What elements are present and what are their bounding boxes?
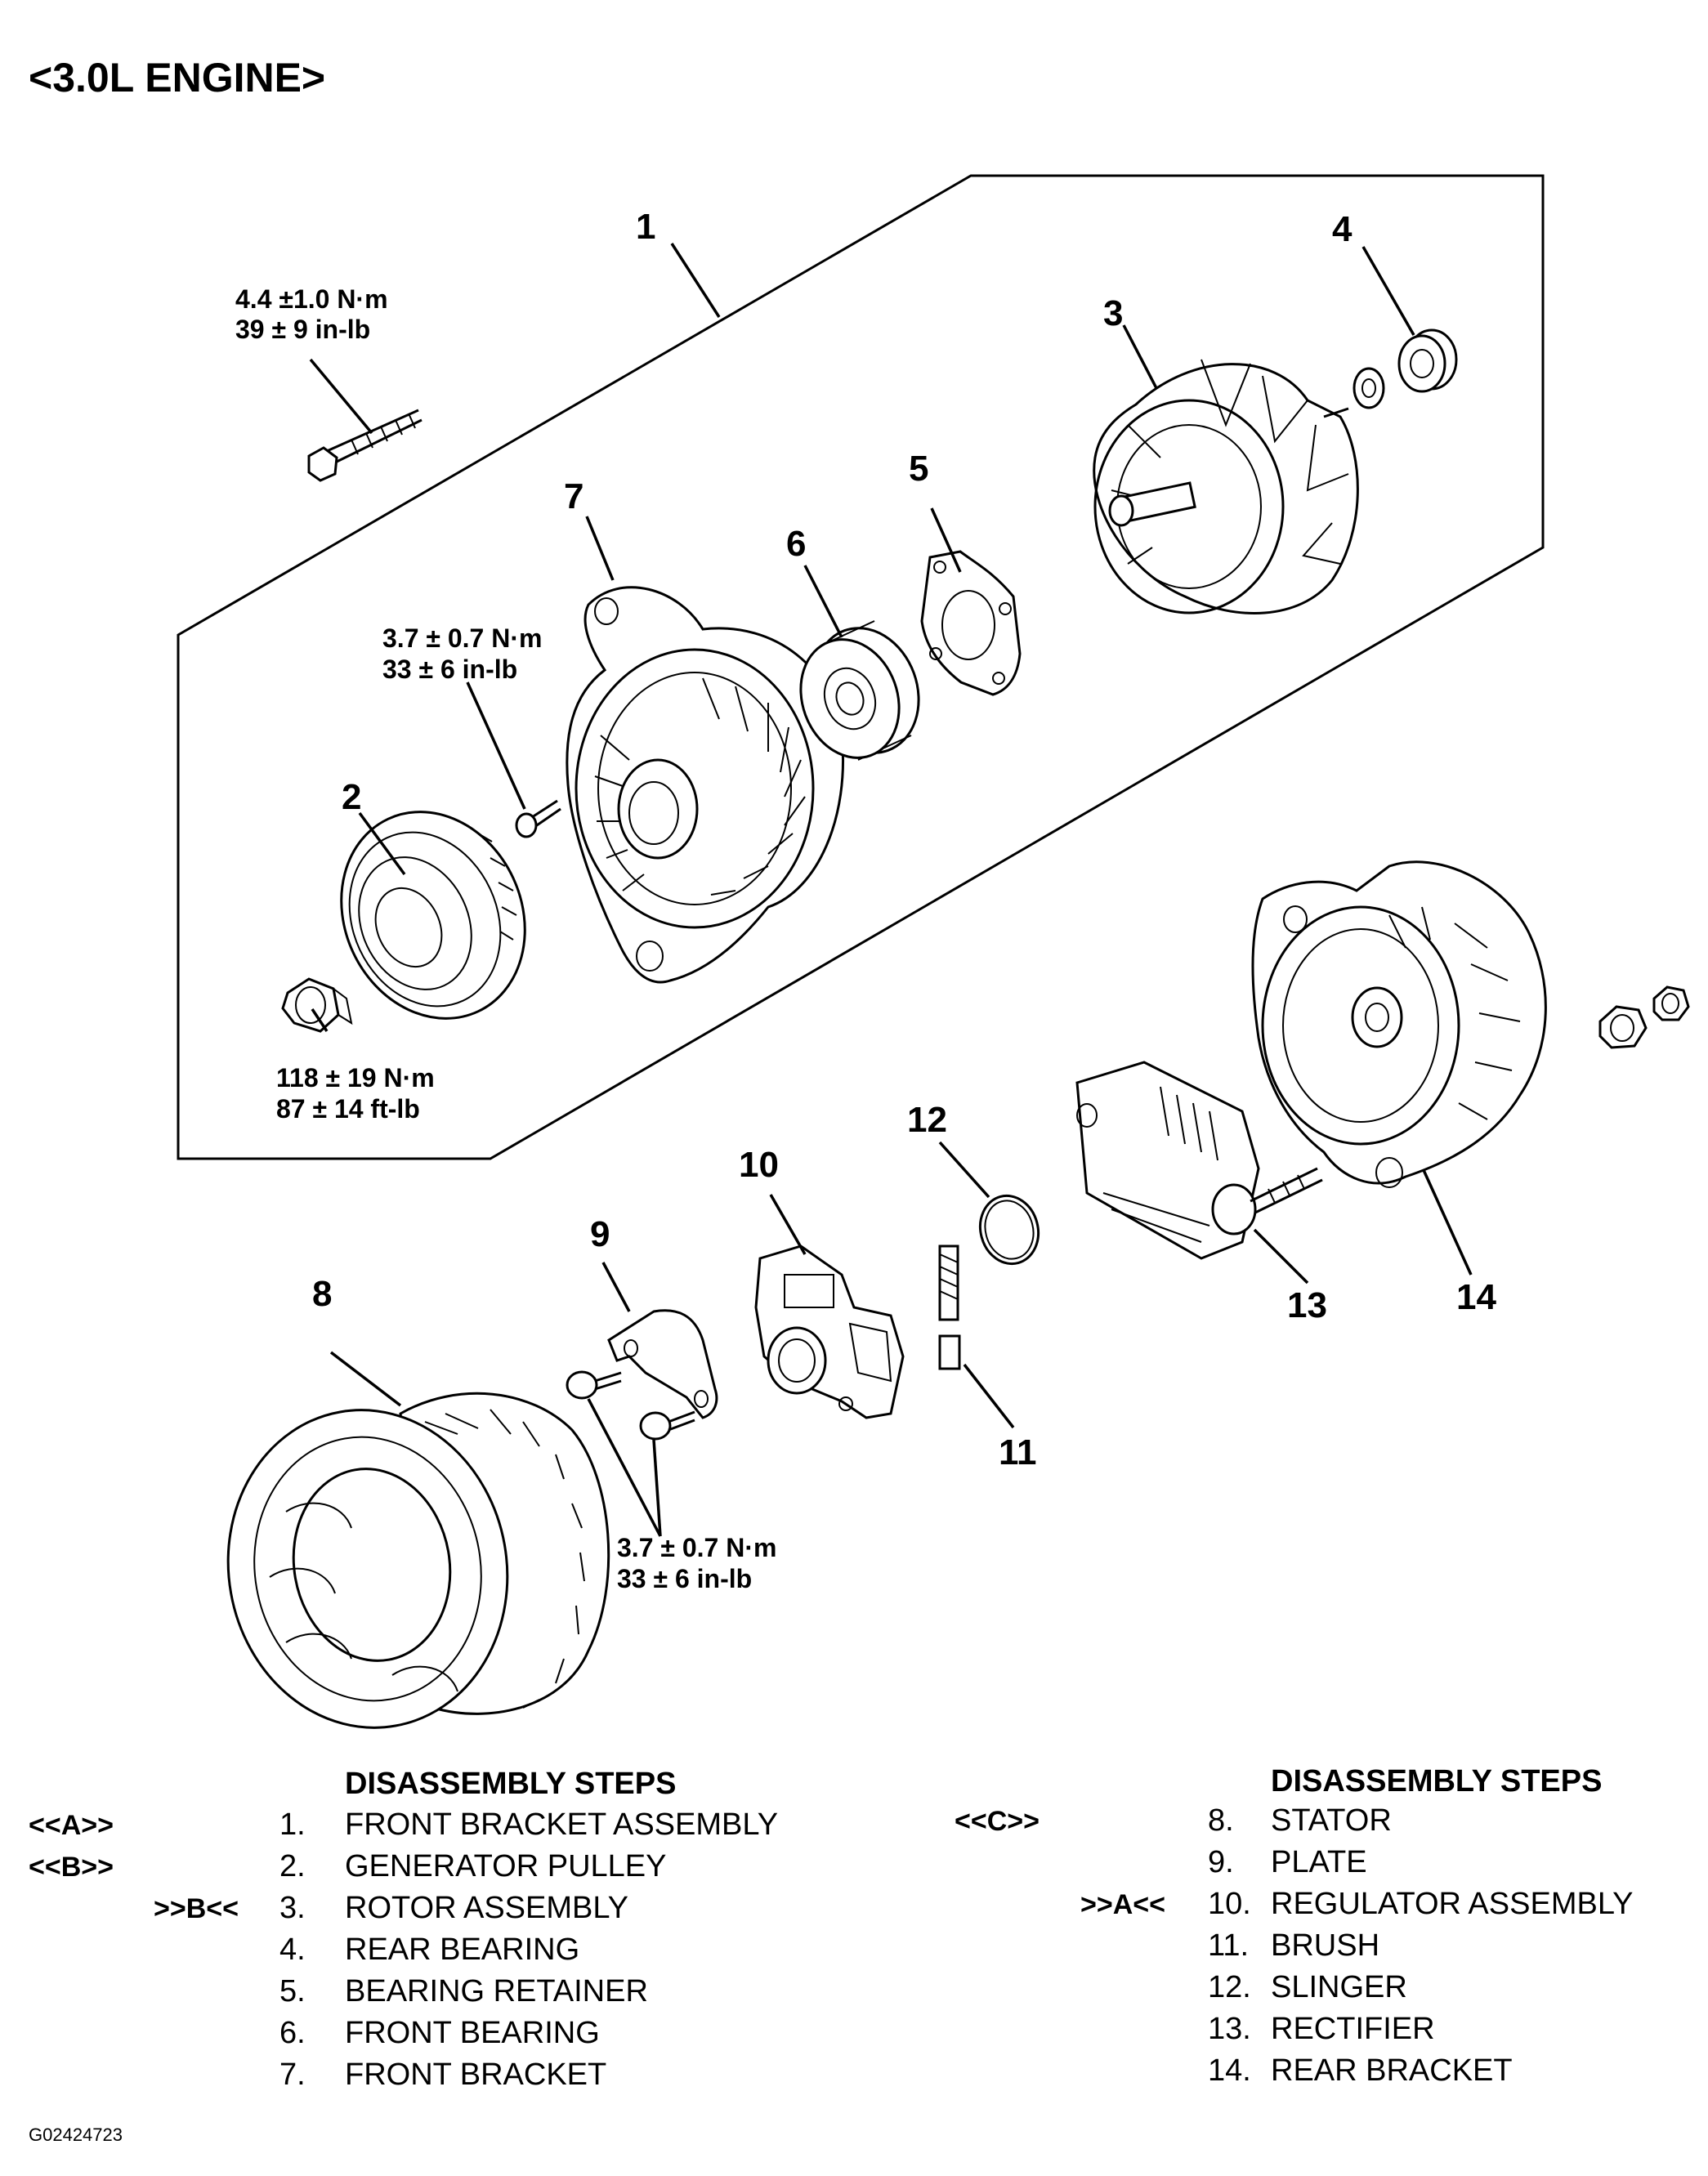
rotor-assembly (1093, 359, 1359, 614)
step-number: 8. (1208, 1803, 1234, 1838)
step-number: 2. (279, 1849, 306, 1883)
bracket-screw (515, 799, 561, 838)
step-number: 5. (279, 1974, 306, 2008)
callout-10: 10 (739, 1145, 779, 1185)
step-number: 3. (279, 1891, 306, 1925)
leader-lines (309, 243, 1473, 1537)
torque-bracket-screw-inlb: 33 ± 6 in-lb (382, 655, 517, 684)
step-code: >>B<< (154, 1893, 239, 1924)
rectifier (1075, 1061, 1323, 1260)
step-number: 7. (279, 2058, 306, 2092)
step-label: BEARING RETAINER (345, 1974, 648, 2008)
callout-3: 3 (1103, 293, 1123, 333)
step-number: 1. (279, 1807, 306, 1842)
callout-9: 9 (590, 1214, 610, 1254)
steps-left: DISASSEMBLY STEPS <<A>> 1. FRONT BRACKET… (29, 1767, 778, 2092)
torque-pulley-nut-ftlb: 87 ± 14 ft-lb (276, 1094, 420, 1124)
through-bolt (307, 409, 423, 482)
rear-bearing (1353, 328, 1458, 409)
step-label: BRUSH (1271, 1928, 1379, 1963)
step-label: ROTOR ASSEMBLY (345, 1891, 628, 1925)
step-number: 14. (1208, 2053, 1251, 2088)
generator-pulley (340, 811, 526, 1020)
callout-1: 1 (636, 207, 655, 247)
step-label: REAR BRACKET (1271, 2053, 1513, 2088)
callout-5: 5 (909, 449, 928, 489)
step-label: REGULATOR ASSEMBLY (1271, 1887, 1633, 1921)
callout-8: 8 (312, 1274, 332, 1314)
page-title: <3.0L ENGINE> (29, 55, 325, 101)
callout-2: 2 (342, 777, 361, 817)
steps-right-heading: DISASSEMBLY STEPS (1271, 1764, 1602, 1798)
front-bracket (566, 586, 845, 984)
step-label: PLATE (1271, 1845, 1367, 1879)
step-code: <<C>> (955, 1806, 1040, 1837)
front-bearing (799, 620, 920, 761)
callout-13: 13 (1287, 1285, 1327, 1325)
step-number: 11. (1208, 1928, 1249, 1963)
brush (938, 1244, 961, 1370)
callout-14: 14 (1456, 1277, 1496, 1317)
torque-plate-screws-inlb: 33 ± 6 in-lb (617, 1564, 752, 1593)
steps-left-heading: DISASSEMBLY STEPS (345, 1767, 676, 1801)
step-code: <<A>> (29, 1810, 114, 1841)
torque-through-bolt-nm: 4.4 ±1.0 N·m (235, 284, 388, 314)
step-label: SLINGER (1271, 1970, 1407, 2004)
callout-12: 12 (907, 1100, 947, 1140)
torque-pulley-nut-nm: 118 ± 19 N·m (276, 1063, 435, 1092)
rear-bracket (1251, 860, 1547, 1188)
step-label: REAR BEARING (345, 1932, 579, 1967)
step-label: FRONT BRACKET (345, 2058, 606, 2092)
slinger (978, 1194, 1040, 1266)
step-label: STATOR (1271, 1803, 1392, 1838)
plate-screws (566, 1370, 695, 1441)
torque-plate-screws-nm: 3.7 ± 0.7 N·m (617, 1533, 776, 1562)
callout-6: 6 (786, 524, 806, 564)
figure-id: G02424723 (29, 2125, 123, 2145)
bearing-retainer (920, 550, 1022, 696)
front-bracket-assembly-outline (177, 174, 1545, 1160)
callout-4: 4 (1332, 209, 1353, 249)
step-label: FRONT BEARING (345, 2016, 600, 2050)
callout-11: 11 (999, 1432, 1037, 1472)
torque-bracket-screw-nm: 3.7 ± 0.7 N·m (382, 623, 542, 653)
pulley-nut (281, 977, 353, 1033)
steps-right: DISASSEMBLY STEPS <<C>> 8. STATOR 9. PLA… (955, 1764, 1633, 2088)
plate (607, 1309, 718, 1419)
step-label: RECTIFIER (1271, 2012, 1435, 2046)
step-number: 10. (1208, 1887, 1251, 1921)
step-number: 12. (1208, 1970, 1251, 2004)
step-code: >>A<< (1080, 1889, 1165, 1920)
step-number: 13. (1208, 2012, 1251, 2046)
torque-through-bolt-inlb: 39 ± 9 in-lb (235, 315, 370, 344)
terminal-nuts (1598, 985, 1690, 1049)
step-label: FRONT BRACKET ASSEMBLY (345, 1807, 778, 1842)
step-code: <<B>> (29, 1852, 114, 1883)
step-number: 4. (279, 1932, 306, 1967)
step-label: GENERATOR PULLEY (345, 1849, 667, 1883)
regulator-assembly (754, 1244, 905, 1419)
step-number: 6. (279, 2016, 306, 2050)
callout-7: 7 (564, 476, 583, 516)
stator (226, 1392, 610, 1729)
step-number: 9. (1208, 1845, 1234, 1879)
